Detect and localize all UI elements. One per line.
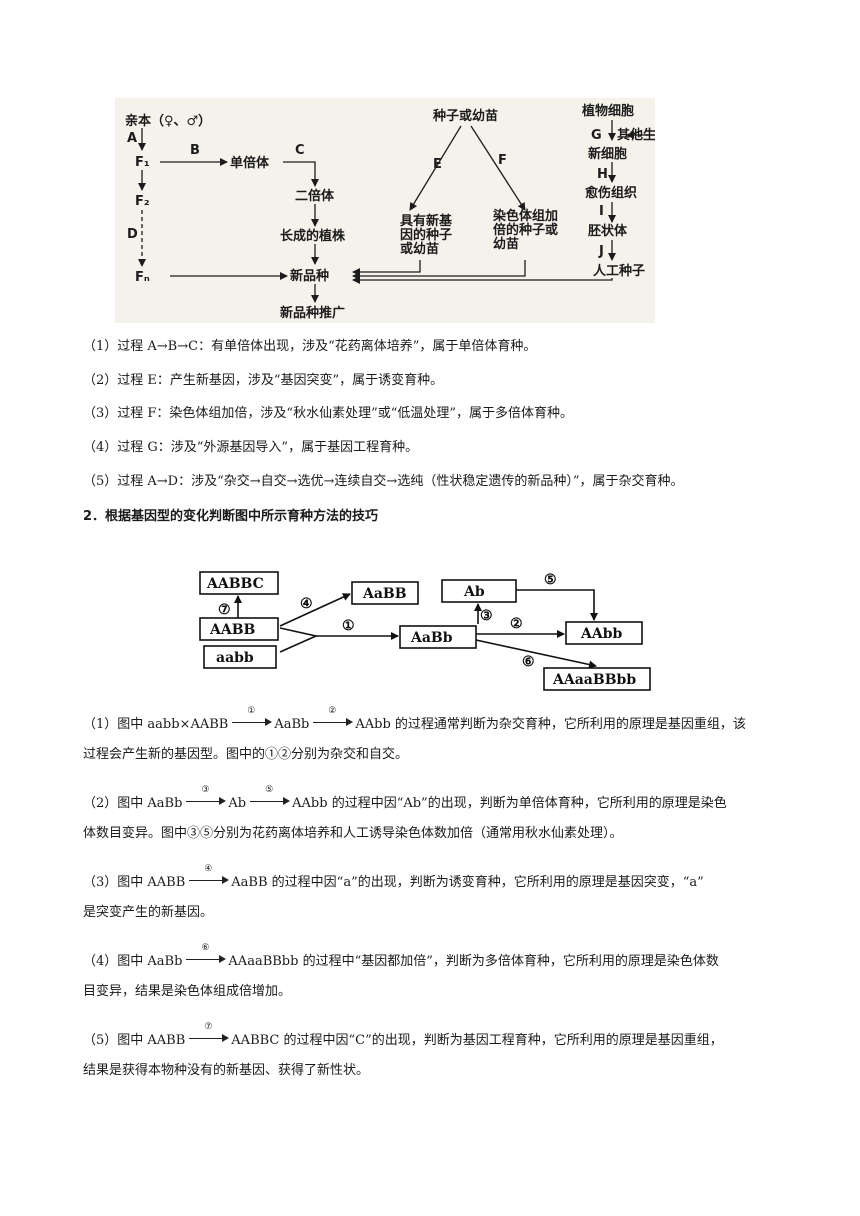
genotype-AaBB: AaBB <box>362 586 407 602</box>
genotype-AaBb: AaBb <box>410 630 453 646</box>
reaction-arrow: ③ <box>184 785 227 807</box>
promotion-label: 新品种推广 <box>280 305 345 321</box>
new-gene-seed-line3: 或幼苗 <box>400 241 439 257</box>
label-F1: F₁ <box>135 155 150 170</box>
reaction-arrow: ⑦ <box>187 1022 230 1044</box>
doubled-seed-line3: 幼苗 <box>493 236 519 252</box>
reaction-arrow: ① <box>230 706 273 728</box>
label-F: F <box>498 153 507 168</box>
section1-item-3: （3）过程 F：染色体组加倍，涉及“秋水仙素处理”或“低温处理”，属于多倍体育种… <box>83 406 574 421</box>
label-Fn: Fₙ <box>135 270 150 285</box>
step-3: ③ <box>480 608 493 624</box>
haploid-label: 单倍体 <box>230 155 270 171</box>
section1-item-5: （5）过程 A→D：涉及“杂交→自交→选优→连续自交→选纯（性状稳定遗传的新品种… <box>83 474 684 489</box>
reaction-arrow: ② <box>311 706 354 728</box>
step-5: ⑤ <box>544 572 557 588</box>
label-B: B <box>190 143 200 158</box>
genotype-diagram: AABBC AABB aabb AaBB Ab AaBb AAbb AAaaBB… <box>199 571 651 691</box>
label-D: D <box>127 227 138 242</box>
label-E: E <box>433 157 442 172</box>
artificial-seed-label: 人工种子 <box>593 263 645 279</box>
new-cell-label: 新细胞 <box>588 146 627 162</box>
reaction-arrow: ⑤ <box>248 785 291 807</box>
step-2: ② <box>510 616 523 632</box>
parent-label: 亲本（♀、♂） <box>125 113 211 129</box>
label-H: H <box>597 167 608 182</box>
genotype-Ab: Ab <box>463 584 485 600</box>
diploid-label: 二倍体 <box>295 188 335 204</box>
plant-cell-label: 植物细胞 <box>581 103 634 119</box>
genotype-AABB: AABB <box>209 622 256 638</box>
reaction-arrow: ⑥ <box>184 943 227 965</box>
label-G: G <box>591 128 602 143</box>
new-gene-seed-line1: 具有新基 <box>400 213 453 229</box>
genotype-AAaaBBbb: AAaaBBbb <box>552 672 636 688</box>
label-C: C <box>295 143 305 158</box>
other-gene-label: 其他生物基因 <box>617 127 655 143</box>
breeding-methods-diagram: 亲本（♀、♂） A F₁ F₂ D Fₙ B 单倍体 C 二倍体 长成的植株 新… <box>115 98 655 323</box>
label-I: I <box>599 204 604 219</box>
section1-item-2: （2）过程 E：产生新基因，涉及“基因突变”，属于诱变育种。 <box>83 373 444 388</box>
new-gene-seed-line2: 因的种子 <box>400 227 452 243</box>
seed-or-seedling-label: 种子或幼苗 <box>432 108 498 124</box>
genotype-AABBC: AABBC <box>206 576 264 592</box>
section1-item-1: （1）过程 A→B→C：有单倍体出现，涉及“花药离体培养”，属于单倍体育种。 <box>83 339 537 354</box>
step-7: ⑦ <box>218 602 231 618</box>
genotype-AAbb: AAbb <box>580 626 623 642</box>
doubled-seed-line1: 染色体组加 <box>492 208 558 224</box>
label-J: J <box>598 244 604 259</box>
label-A: A <box>127 131 137 146</box>
mature-plant-label: 长成的植株 <box>280 228 346 244</box>
callus-label: 愈伤组织 <box>584 185 637 201</box>
new-variety-label: 新品种 <box>290 268 329 284</box>
doubled-seed-line2: 倍的种子或 <box>493 222 558 238</box>
step-4: ④ <box>300 596 313 612</box>
section1-item-4: （4）过程 G：涉及“外源基因导入”，属于基因工程育种。 <box>83 440 419 455</box>
step-1: ① <box>342 618 355 634</box>
embryoid-label: 胚状体 <box>588 223 628 239</box>
reaction-arrow: ④ <box>187 864 230 886</box>
step-6: ⑥ <box>522 654 535 670</box>
label-F2: F₂ <box>135 194 150 209</box>
section2-heading: 2．根据基因型的变化判断图中所示育种方法的技巧 <box>83 509 379 524</box>
genotype-aabb: aabb <box>216 650 254 666</box>
